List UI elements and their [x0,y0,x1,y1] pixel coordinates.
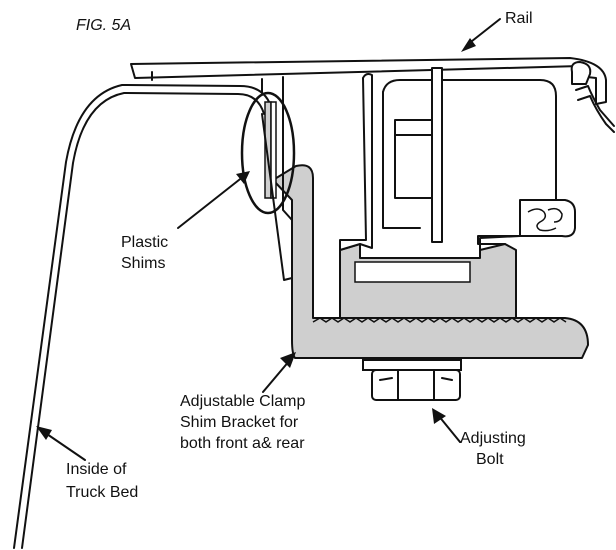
bracket-label-line2: Shim Bracket for [180,414,299,431]
leader-lines [36,18,501,461]
truck-bed-label-line1: Inside of [66,461,127,478]
plastic-shims-label-line2: Shims [121,255,165,272]
bolt-label-line2: Bolt [476,451,504,468]
clamp-bracket [272,164,589,359]
rail-label: Rail [505,10,533,27]
bracket-label-line1: Adjustable Clamp [180,393,306,410]
truck-bed-label-line2: Truck Bed [66,484,138,501]
truck-bed-wall [13,84,273,549]
adjusting-bolt [362,359,462,401]
plastic-shims-label-line1: Plastic [121,234,168,251]
bolt-label-line1: Adjusting [460,430,526,447]
figure-label: FIG. 5A [76,17,131,34]
bracket-label-line3: both front a& rear [180,435,305,452]
plastic-shims [240,91,296,281]
rail [130,57,615,251]
labels: Rail Plastic Shims Adjustable Clamp Shim… [66,10,533,501]
